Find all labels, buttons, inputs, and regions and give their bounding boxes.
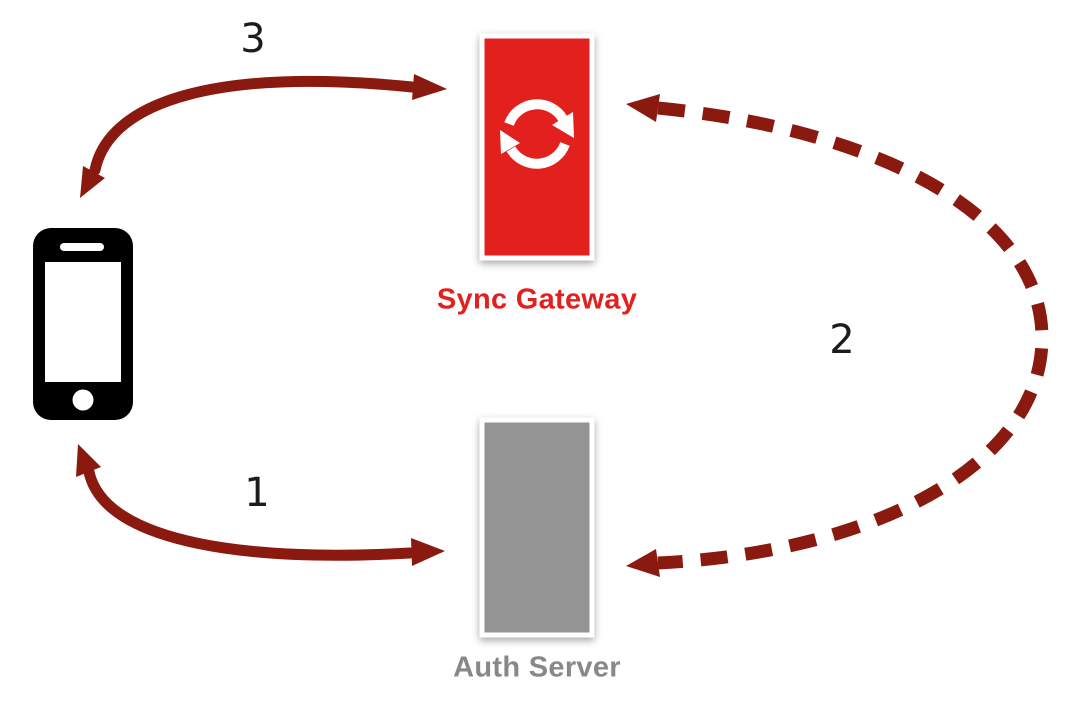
auth-server-box [479,417,595,638]
arrow-step-3-head-left [80,166,105,198]
arrow-step-1-head-right [411,538,445,566]
phone-home-button [72,389,94,411]
arrow-step-2 [626,94,1049,577]
auth-server-node [479,417,595,638]
sync-gateway-box [479,33,595,261]
sync-icon-arc-bottom [506,141,570,169]
arrow-step-2-line [657,101,1049,570]
arrow-step-2-head-top [626,94,660,122]
sync-icon-arrowhead-right [552,112,574,138]
arrow-step-3 [80,74,447,198]
phone-speaker [60,243,104,251]
phone-screen [45,262,121,382]
sync-icon [500,99,574,169]
sync-icon-arrowhead-left [500,130,520,154]
step-3-label: 3 [240,16,266,62]
sync-gateway-label: Sync Gateway [436,283,638,316]
arrow-step-1 [76,444,445,566]
sync-gateway-node [479,33,595,261]
sync-icon-arc-top [504,99,568,127]
arrow-step-3-head-right [412,74,447,100]
step-1-label: 1 [244,470,270,516]
arrow-step-2-head-bottom [626,549,660,577]
step-2-label: 2 [829,317,855,363]
arrow-step-1-head-left [76,444,101,477]
auth-server-label: Auth Server [453,651,621,684]
smartphone-icon [33,228,133,420]
arrow-step-1-line [83,466,416,561]
arrow-step-3-line [89,75,418,176]
